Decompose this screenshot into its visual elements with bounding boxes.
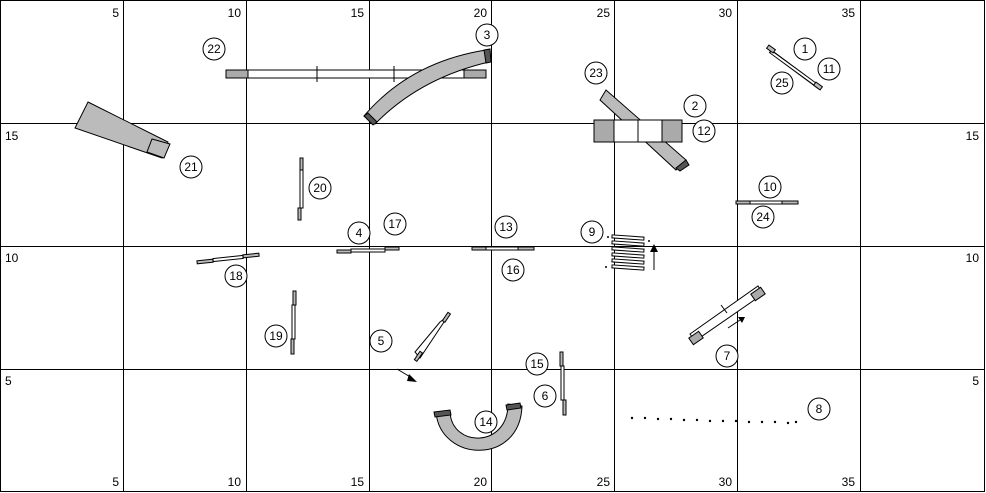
svg-text:25: 25 [775,76,789,90]
obstacle-number-7: 7 [715,344,739,368]
table-2-12 [593,119,683,143]
obstacle-numbers: 1 2 3 4 5 6 7 8 9 10 11 12 13 14 15 16 1… [179,23,841,434]
grid-label-bottom: 15 [351,475,365,489]
obstacle-number-20: 20 [308,176,332,200]
jump-19 [290,290,297,355]
obstacle-number-5: 5 [369,329,393,353]
grid-label-bottom: 20 [474,475,488,489]
obstacle-number-15: 15 [525,352,549,376]
svg-text:15: 15 [530,357,544,371]
dog-walk [225,66,487,82]
grid-labels-left: 15 10 5 [5,129,19,388]
grid-label-top: 15 [351,6,365,20]
svg-text:19: 19 [269,329,283,343]
svg-text:6: 6 [542,389,549,403]
svg-text:11: 11 [823,62,836,76]
obstacle-number-21: 21 [179,155,203,179]
teeter-7 [688,285,766,346]
curved-tunnel-3 [363,48,492,126]
svg-text:1: 1 [802,42,809,56]
svg-text:12: 12 [697,124,711,138]
grid-label-top: 5 [112,6,119,20]
jump-18 [196,252,260,265]
svg-text:24: 24 [756,210,770,224]
grid-label-bottom: 35 [842,475,856,489]
grid-label-top: 25 [597,6,611,20]
grid-label-right: 15 [966,129,980,143]
grid-label-bottom: 5 [112,475,119,489]
grid-label-left: 10 [5,251,19,265]
chute-21 [74,101,171,159]
grid-labels-top: 5 10 15 20 25 30 35 [112,6,855,20]
obstacle-number-13: 13 [494,215,518,239]
grid-label-bottom: 10 [228,475,242,489]
svg-text:16: 16 [506,263,520,277]
obstacle-number-8: 8 [807,397,831,421]
jump-1-11-25 [765,44,824,91]
svg-text:17: 17 [388,217,402,231]
jump-13-16 [471,246,535,251]
grid-label-right: 10 [966,251,980,265]
svg-text:10: 10 [763,180,777,194]
grid-label-right: 5 [972,374,979,388]
svg-text:4: 4 [356,226,363,240]
svg-text:14: 14 [479,415,493,429]
grid-label-top: 10 [228,6,242,20]
svg-text:22: 22 [207,42,221,56]
obstacle-number-2: 2 [683,94,707,118]
svg-text:8: 8 [816,402,823,416]
svg-text:2: 2 [692,99,699,113]
obstacle-number-16: 16 [501,258,525,282]
svg-text:23: 23 [589,66,603,80]
grid-labels-bottom: 5 10 15 20 25 30 35 [112,475,855,489]
svg-text:3: 3 [484,28,491,42]
dotted-line-8 [630,416,798,425]
jump-20 [297,157,304,221]
obstacle-number-12: 12 [692,119,716,143]
u-tunnel-14 [433,402,523,451]
obstacle-number-18: 18 [224,264,248,288]
svg-text:13: 13 [499,220,513,234]
obstacle-number-17: 17 [383,212,407,236]
grid-label-bottom: 30 [719,475,733,489]
grid-label-left: 15 [5,129,19,143]
grid-label-top: 35 [842,6,856,20]
jump-4-17 [336,246,400,254]
obstacle-number-25: 25 [770,71,794,95]
grid-label-top: 30 [719,6,733,20]
obstacle-number-6: 6 [533,384,557,408]
grid-labels-right: 15 10 5 [966,129,980,388]
svg-text:20: 20 [313,181,327,195]
svg-text:21: 21 [184,160,198,174]
obstacle-number-22: 22 [202,37,226,61]
obstacle-number-24: 24 [751,205,775,229]
obstacle-number-23: 23 [584,61,608,85]
grid-label-bottom: 25 [597,475,611,489]
obstacle-number-19: 19 [264,324,288,348]
svg-text:9: 9 [589,225,596,239]
grid-label-left: 5 [5,374,12,388]
jump-6-15 [559,351,567,416]
obstacle-number-3: 3 [475,23,499,47]
svg-text:5: 5 [378,334,385,348]
obstacle-number-1: 1 [793,37,817,61]
obstacle-number-9: 9 [580,220,604,244]
obstacle-number-4: 4 [347,221,371,245]
grid-label-top: 20 [474,6,488,20]
obstacle-number-14: 14 [474,410,498,434]
svg-text:7: 7 [724,349,731,363]
grid-vertical-lines [123,0,861,492]
jump-10-24 [735,200,799,205]
svg-text:18: 18 [229,269,243,283]
obstacle-number-10: 10 [758,175,782,199]
weave-poles-9 [605,234,658,271]
jump-5 [396,311,452,382]
obstacle-number-11: 11 [817,57,841,81]
